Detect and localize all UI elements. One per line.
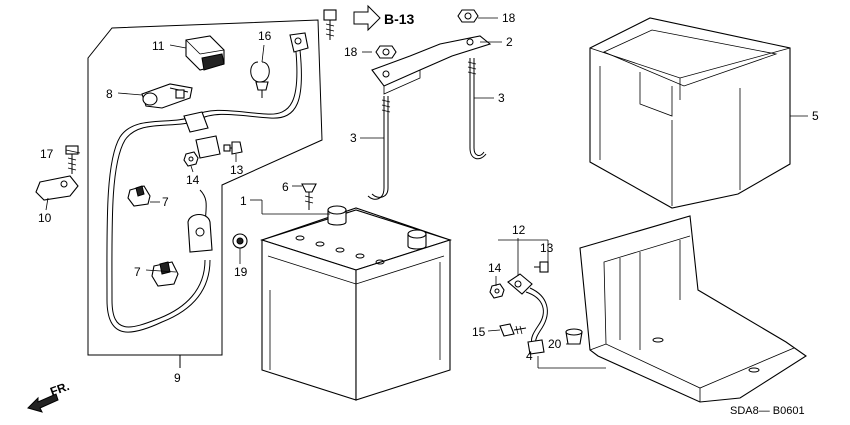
grommet-part-19 [232,233,248,249]
callout-3-left: 3 [350,131,357,145]
nut-part-18-left [375,45,397,59]
callout-7-upper: 7 [162,195,169,209]
bolt-part-6 [301,183,317,210]
callout-20: 20 [548,337,562,351]
nut-part-14-upper [183,151,199,167]
battery-cable [106,32,309,333]
leader-lines [45,17,808,369]
bolt-part-15 [499,323,527,337]
ground-cable-part-12 [507,273,548,355]
callout-18-right: 18 [502,11,516,25]
battery-tray-part-4 [579,215,807,403]
nut-part-18-top [457,9,479,23]
callout-9: 9 [174,371,181,385]
callout-7-lower: 7 [134,265,141,279]
diagram-code: SDA8— B0601 [730,405,805,417]
battery-box-part-5 [589,17,791,209]
callout-11: 11 [152,39,165,53]
rod-part-3-right [467,58,487,160]
bolt-part-13-lower [534,261,549,273]
bracket-part-10 [35,175,79,201]
callout-2: 2 [506,35,513,49]
clip-part-7-lower [151,261,179,287]
battery-part-1 [260,205,452,401]
callout-5: 5 [812,109,819,123]
callout-13-upper: 13 [230,163,244,177]
callout-1: 1 [240,194,247,208]
clip-part-20 [565,328,583,345]
callout-6: 6 [282,180,289,194]
cable-group-outline [87,19,323,368]
callout-16: 16 [258,29,272,43]
terminal-cover-part-8 [141,83,193,109]
callout-13-lower: 13 [540,241,554,255]
reference-label: B-13 [384,11,415,27]
callout-15: 15 [472,325,486,339]
callout-3-right: 3 [498,91,505,105]
front-direction-label: FR. [48,379,71,399]
callout-14-lower: 14 [488,261,502,275]
cable-clip-part-16 [250,61,270,98]
callout-12: 12 [512,223,526,237]
setting-plate-part-2 [371,35,492,95]
callout-17: 17 [40,147,54,161]
bolt-top-cable-box [323,9,337,40]
callout-14-upper: 14 [186,173,200,187]
callout-4: 4 [526,349,533,363]
callout-labels: B-13 11 16 8 17 10 14 13 7 7 19 9 1 6 3 … [38,11,819,417]
clip-part-7-upper [127,185,151,207]
rod-part-3-left [367,96,391,200]
callout-18-left: 18 [344,45,358,59]
callout-8: 8 [106,87,113,101]
callout-19: 19 [234,265,248,279]
bolt-part-13-upper [223,141,243,155]
nut-part-14-lower [489,283,505,299]
callout-10: 10 [38,211,52,225]
front-direction-arrow [27,393,59,413]
terminal-cover-part-11 [185,35,225,71]
reference-arrow-b13 [353,4,381,32]
